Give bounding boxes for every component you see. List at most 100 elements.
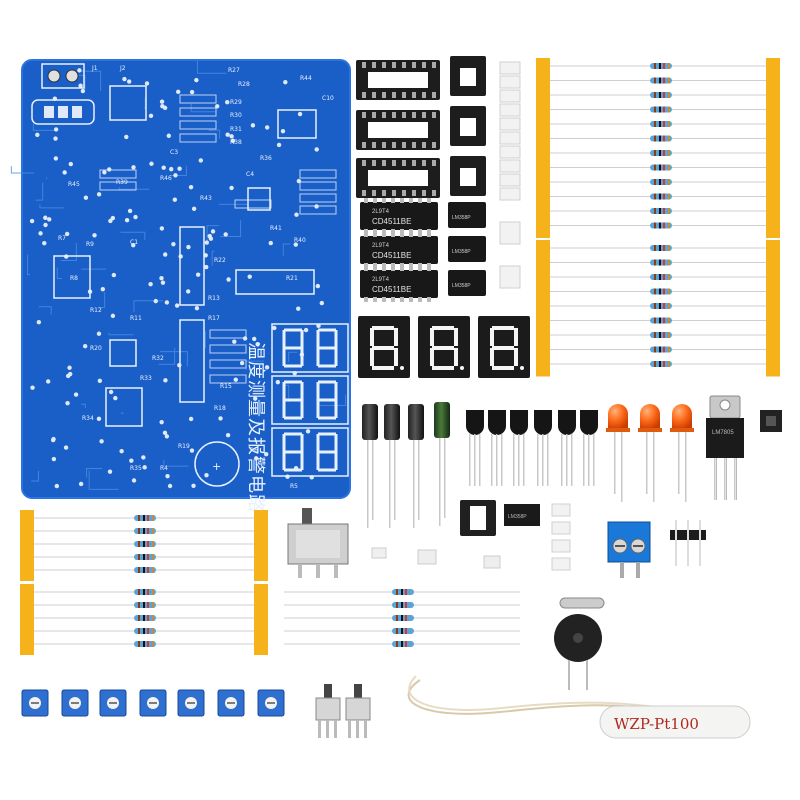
pcb-ref-label: C10 [322, 95, 334, 102]
resistor [134, 528, 156, 534]
resistor [134, 615, 156, 621]
trimpot [21, 689, 49, 717]
crystal [559, 597, 605, 609]
pcb-ref-label: R18 [214, 405, 226, 412]
pcb-ref-label: R4 [160, 465, 168, 472]
pcb-ref-label: R7 [58, 235, 66, 242]
trimmer-potentiometers [21, 689, 285, 717]
resistor [650, 346, 672, 353]
white-connector [551, 539, 571, 553]
ic-marking: LM358P [452, 283, 471, 289]
pcb-ref-label: C1 [130, 239, 138, 246]
small-ic-8pin: LM358P [504, 504, 540, 526]
resistor [650, 179, 672, 185]
pcb-ref-label: R22 [214, 257, 226, 264]
jumper-cap [760, 410, 782, 432]
white-connector [499, 117, 521, 131]
trimpot [257, 689, 285, 717]
resistor [392, 602, 414, 608]
resistor [650, 77, 672, 84]
resistor [392, 615, 414, 621]
pcb-ref-label: R43 [200, 195, 212, 202]
white-connector [499, 159, 521, 173]
ic-marking-top: 2L9T4 [372, 277, 390, 283]
electrolytic-capacitor [362, 404, 378, 528]
white-connector [499, 265, 521, 289]
resistor [650, 106, 672, 113]
pcb-ref-label: R44 [300, 75, 312, 82]
pcb-ref-label: R35 [130, 465, 142, 472]
pcb-ref-label: R11 [130, 315, 142, 322]
white-connector [551, 557, 571, 571]
loose-seven-segment-displays [358, 316, 530, 378]
transistor [488, 410, 506, 486]
resistor [392, 589, 414, 595]
white-connectors [499, 61, 521, 289]
ic-socket-8pin [450, 56, 486, 96]
resistor [134, 628, 156, 634]
resistor [134, 541, 156, 547]
electrolytic-capacitor [434, 402, 450, 526]
pcb-ref-label: R33 [140, 375, 152, 382]
trimpot [217, 689, 245, 717]
pcb-ref-label: R40 [294, 237, 306, 244]
pcb-ref-label: R34 [82, 415, 94, 422]
slide-switch [345, 684, 371, 738]
pcb-ref-label: C3 [170, 149, 178, 156]
pt100-probe: WZP-Pt100 [407, 675, 751, 739]
svg-text:LM358P: LM358P [508, 514, 527, 520]
white-connector [499, 61, 521, 75]
ic-lm358: LM358P [448, 270, 486, 296]
transistor [466, 410, 484, 486]
white-connector [499, 89, 521, 103]
pcb-ref-label: R28 [238, 81, 250, 88]
voltage-regulator: LM7805 [706, 395, 744, 500]
resistor [650, 63, 672, 69]
electrolytic-capacitors [362, 402, 450, 528]
seven-segment-display [478, 316, 530, 378]
pcb-ref-label: R15 [220, 383, 232, 390]
resistor [650, 150, 672, 156]
resistor [134, 554, 156, 560]
pcb-ref-label: J2 [119, 65, 126, 72]
ic-socket-8pin [450, 106, 486, 146]
ic-socket-16pin [356, 110, 440, 150]
resistor [650, 274, 672, 280]
pcb-ref-label: R21 [286, 275, 298, 282]
resistor [134, 602, 156, 608]
trimpot [139, 689, 167, 717]
pcb-ref-label: R41 [270, 225, 282, 232]
resistor [650, 245, 672, 251]
resistor [650, 121, 672, 127]
pcb-ref-label: R29 [230, 99, 242, 106]
white-connector [499, 187, 521, 201]
ic-marking-top: 2L9T4 [372, 243, 390, 249]
pcb-ref-label: R38 [230, 139, 242, 146]
tape-right [766, 240, 780, 377]
seven-segment-display [358, 316, 410, 378]
pcb-ref-label: R27 [228, 67, 240, 74]
ic-socket-8pin [450, 156, 486, 196]
pcb-ref-label: R46 [160, 175, 172, 182]
resistor-tapes [20, 58, 780, 655]
tape-left [20, 510, 34, 581]
pcb-ref-label: R19 [178, 443, 190, 450]
ic-socket-16pin [356, 158, 440, 198]
slide-switches-small [315, 684, 371, 738]
pcb-ref-label: R20 [90, 345, 102, 352]
white-connector [499, 103, 521, 117]
pcb-seven-segment-displays [271, 323, 349, 477]
white-connector [499, 145, 521, 159]
resistor [650, 288, 672, 295]
screw-terminal-block [607, 521, 651, 578]
resistor [392, 641, 414, 647]
resistor [134, 589, 156, 595]
buzzer-footprint [194, 441, 240, 487]
ic-marking: LM358P [452, 215, 471, 221]
